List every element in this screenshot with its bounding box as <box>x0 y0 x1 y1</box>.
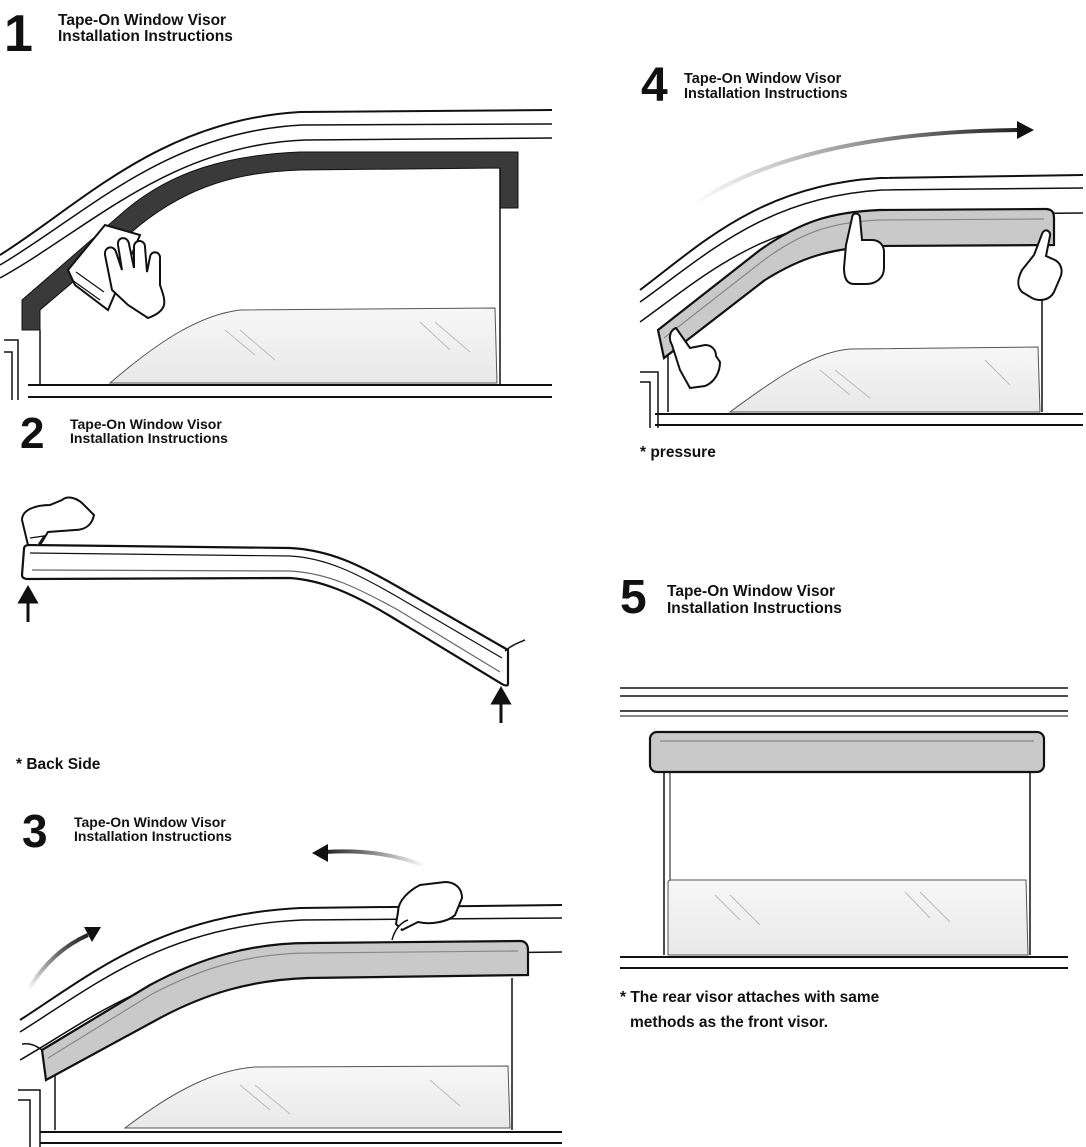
step-title: Tape-On Window Visor Installation Instru… <box>70 417 228 445</box>
step-title-line: Tape-On Window Visor <box>70 416 222 432</box>
note-rear-visor: * The rear visor attaches with same meth… <box>620 985 879 1035</box>
rear-visor <box>648 730 1046 774</box>
visor-back-side <box>20 543 510 687</box>
pointing-hand-icon <box>668 326 722 390</box>
step-title: Tape-On Window Visor Installation Instru… <box>74 815 232 843</box>
pointing-hand-icon <box>1017 229 1063 301</box>
step5-illustration <box>620 687 1068 969</box>
step-title: Tape-On Window Visor Installation Instru… <box>684 72 848 102</box>
step-title-line: Tape-On Window Visor <box>74 814 226 830</box>
arrow-up-icon <box>17 584 39 622</box>
curved-arrow-right-icon <box>690 121 1034 207</box>
note-back-side: * Back Side <box>16 756 101 773</box>
note-rear-visor-line: * The rear visor attaches with same <box>620 989 880 1006</box>
hand-peeling-icon <box>20 496 96 546</box>
step-number: 1 <box>4 5 33 63</box>
arrow-up-icon <box>490 685 512 723</box>
step-title-line: Installation Instructions <box>74 828 232 844</box>
step1-illustration <box>0 109 553 400</box>
step-title-line: Installation Instructions <box>58 28 233 45</box>
window-glass <box>123 1065 511 1129</box>
step2-illustration <box>17 496 526 723</box>
hand-peeling-icon <box>391 880 464 941</box>
step-number: 2 <box>20 409 45 458</box>
step4-illustration <box>639 121 1084 428</box>
step-title-line: Tape-On Window Visor <box>667 583 836 600</box>
step-title-line: Installation Instructions <box>70 430 228 446</box>
pointing-hand-icon <box>842 212 885 285</box>
step-title-line: Tape-On Window Visor <box>684 71 842 87</box>
step-number: 4 <box>641 59 668 112</box>
step-title-line: Tape-On Window Visor <box>58 12 227 29</box>
window-glass <box>728 346 1041 413</box>
step-title: Tape-On Window Visor Installation Instru… <box>58 13 233 45</box>
curved-arrow-left-icon <box>312 844 426 868</box>
hand-with-cloth-icon <box>66 223 166 320</box>
note-rear-visor-line: methods as the front visor. <box>630 1014 829 1031</box>
step-title: Tape-On Window Visor Installation Instru… <box>667 583 842 617</box>
window-glass <box>667 879 1029 956</box>
note-pressure: * pressure <box>640 444 716 461</box>
step-title-line: Installation Instructions <box>684 86 848 102</box>
curved-arrow-up-icon <box>26 927 101 992</box>
step3-illustration <box>18 844 563 1147</box>
step-number: 5 <box>620 571 647 624</box>
step-title-line: Installation Instructions <box>667 600 842 617</box>
step-number: 3 <box>22 805 48 857</box>
visor <box>40 939 530 1082</box>
window-glass <box>108 307 498 384</box>
